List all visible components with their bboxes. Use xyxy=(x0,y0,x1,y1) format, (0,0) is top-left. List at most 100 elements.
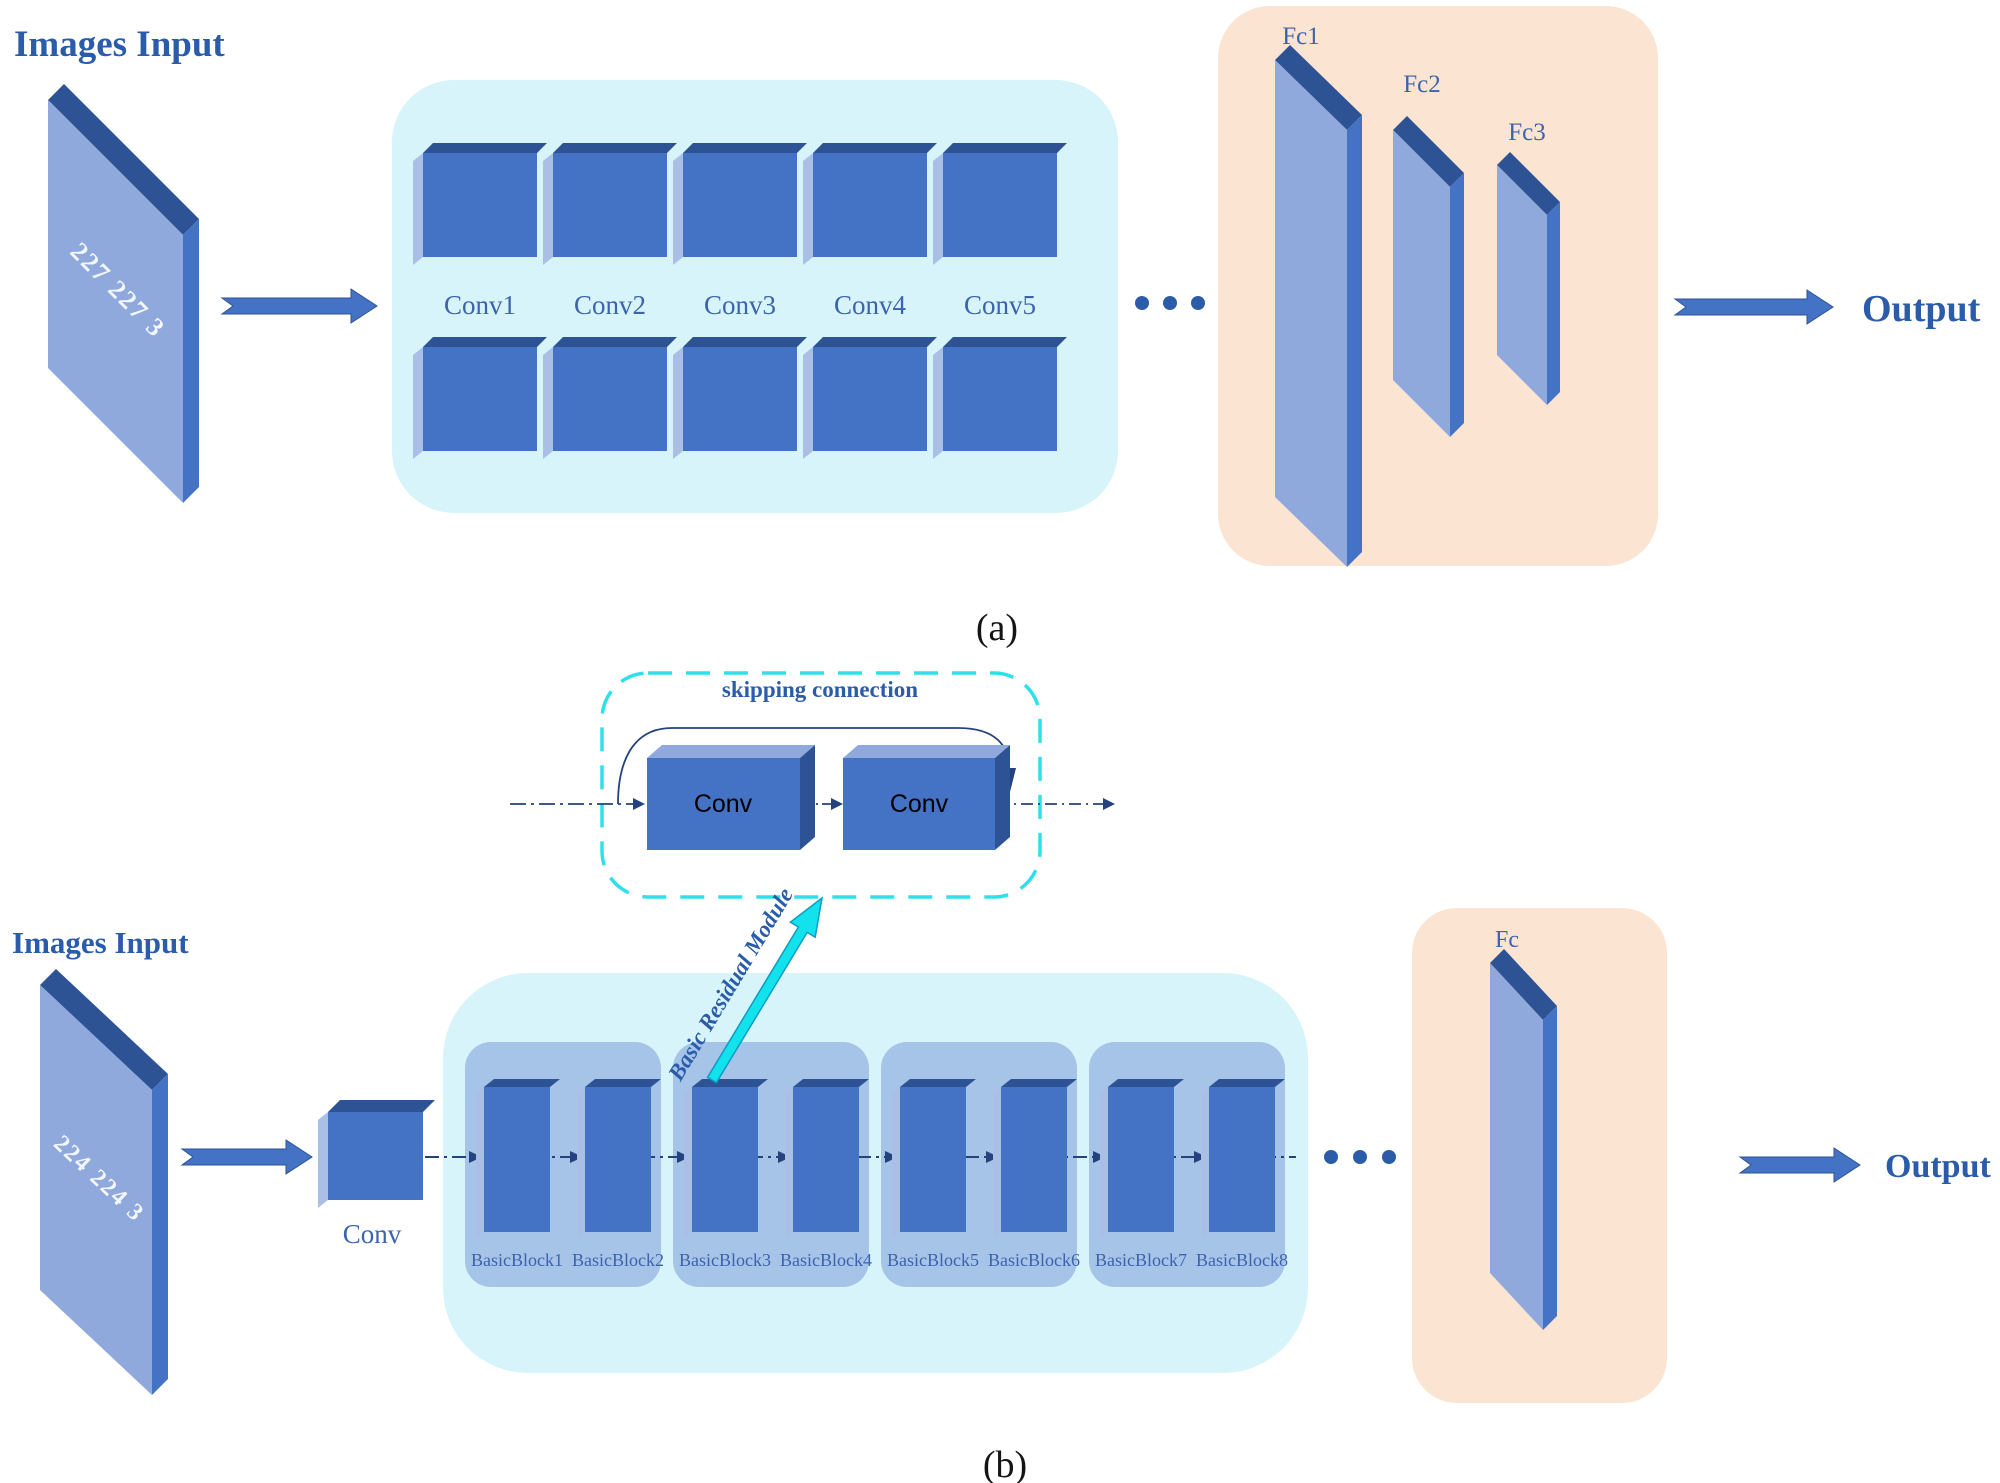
block-side-face xyxy=(1201,1087,1209,1238)
arrowhead-icon xyxy=(885,1151,898,1163)
arrowhead-icon xyxy=(1093,1151,1106,1163)
flow-arrow xyxy=(1673,289,1834,325)
block-front-face xyxy=(1001,1087,1067,1232)
basicblock6-label: BasicBlock6 xyxy=(988,1250,1080,1270)
block-front-face xyxy=(553,347,667,451)
dot-icon xyxy=(1382,1150,1396,1164)
dot-icon xyxy=(1353,1150,1367,1164)
input-image-b-top-face xyxy=(40,969,168,1090)
part-b-title: Images Input xyxy=(12,925,189,960)
block-side-face xyxy=(476,1087,484,1238)
block-front-face xyxy=(683,347,797,451)
flow-arrow xyxy=(180,1139,313,1175)
block-side-face xyxy=(543,347,553,459)
block-top-face xyxy=(943,337,1067,347)
module-box-top-face xyxy=(647,745,815,758)
flow-arrow xyxy=(1738,1147,1861,1183)
block-top-face xyxy=(423,143,547,153)
block-top-face xyxy=(900,1079,976,1087)
fc-panel-b-front-face xyxy=(1490,963,1543,1330)
block-top-face xyxy=(1001,1079,1077,1087)
input-image-b-front-face xyxy=(40,985,152,1395)
block-front-face xyxy=(943,347,1057,451)
block-front-face xyxy=(793,1087,859,1232)
arrowhead-icon xyxy=(633,798,645,810)
fc1-panel-top-face xyxy=(1275,45,1362,130)
output-label-a: Output xyxy=(1862,288,1981,330)
fc-panel-b-top-face xyxy=(1490,949,1557,1020)
module-box-front-face xyxy=(647,758,800,850)
ellipsis-dots-b xyxy=(1324,1150,1396,1164)
block-front-face xyxy=(813,347,927,451)
block-front-face xyxy=(943,153,1057,257)
fc1-panel-front-face xyxy=(1275,60,1347,567)
block-side-face xyxy=(673,347,683,459)
fc3-label: Fc3 xyxy=(1508,119,1546,146)
block-side-face xyxy=(933,347,943,459)
basicblock3-label: BasicBlock3 xyxy=(679,1250,771,1270)
block-top-face xyxy=(328,1100,435,1112)
fc2-label: Fc2 xyxy=(1403,71,1441,98)
block-top-face xyxy=(585,1079,661,1087)
block-side-face xyxy=(993,1087,1001,1238)
conv3-label: Conv3 xyxy=(704,290,776,320)
basicblock1-label: BasicBlock1 xyxy=(471,1250,563,1270)
block-front-face xyxy=(484,1087,550,1232)
fc-panel-b-right-face xyxy=(1543,1006,1557,1330)
caption-b: (b) xyxy=(983,1444,1027,1483)
part-a-backgrounds xyxy=(392,6,1658,566)
module-conv1-label: Conv xyxy=(694,790,753,818)
arrowhead-icon xyxy=(1194,1151,1207,1163)
basicblock7-label: BasicBlock7 xyxy=(1095,1250,1187,1270)
module-shapes xyxy=(647,745,1010,850)
input-image-b-right-face xyxy=(152,1074,168,1395)
arrowhead-icon xyxy=(570,1151,583,1163)
ellipsis-dots-a xyxy=(1135,296,1205,310)
fc1-panel-right-face xyxy=(1347,115,1362,567)
module-box-top-face xyxy=(843,745,1010,758)
part-a-title: Images Input xyxy=(14,24,225,65)
fc3-panel-top-face xyxy=(1497,152,1560,215)
block-front-face xyxy=(1209,1087,1275,1232)
arrowhead-icon xyxy=(469,1151,482,1163)
block-side-face xyxy=(413,347,423,459)
fc-label-b: Fc xyxy=(1495,927,1519,953)
input-image-a-top-face xyxy=(48,84,199,235)
block-top-face xyxy=(692,1079,768,1087)
fc2-panel-right-face xyxy=(1450,173,1464,437)
block-side-face xyxy=(933,153,943,265)
block-top-face xyxy=(793,1079,869,1087)
module-box-right-face xyxy=(995,745,1010,850)
arrowhead-icon xyxy=(677,1151,690,1163)
module-labels: skipping connection Conv Conv xyxy=(694,677,949,818)
block-front-face xyxy=(585,1087,651,1232)
block-side-face xyxy=(318,1112,328,1208)
module-box-right-face xyxy=(800,745,815,850)
block-side-face xyxy=(803,153,813,265)
block-front-face xyxy=(423,153,537,257)
output-label-b: Output xyxy=(1885,1148,1991,1185)
block-side-face xyxy=(577,1087,585,1238)
block-top-face xyxy=(683,337,807,347)
dot-icon xyxy=(1191,296,1205,310)
module-conv2-label: Conv xyxy=(890,790,949,818)
block-top-face xyxy=(423,337,547,347)
fc2-panel-front-face xyxy=(1393,130,1450,437)
dot-icon xyxy=(1163,296,1177,310)
module-dashed-border xyxy=(600,671,1042,899)
conv-label-b: Conv xyxy=(343,1219,402,1249)
caption-a: (a) xyxy=(976,607,1018,649)
block-front-face xyxy=(813,153,927,257)
block-side-face xyxy=(684,1087,692,1238)
dot-icon xyxy=(1324,1150,1338,1164)
dot-icon xyxy=(1135,296,1149,310)
fc1-label: Fc1 xyxy=(1282,23,1320,50)
block-front-face xyxy=(1108,1087,1174,1232)
block-top-face xyxy=(943,143,1067,153)
block-top-face xyxy=(813,337,937,347)
conv2-label: Conv2 xyxy=(574,290,646,320)
block-side-face xyxy=(785,1087,793,1238)
arrowhead-icon xyxy=(831,798,843,810)
block-top-face xyxy=(484,1079,560,1087)
